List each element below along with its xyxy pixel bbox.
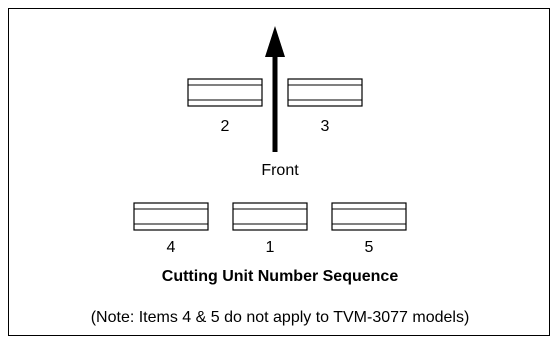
unit-number-1: 1: [265, 239, 275, 256]
front-label: Front: [261, 162, 299, 179]
diagram-title: Cutting Unit Number Sequence: [161, 268, 399, 285]
front-direction-arrow: [265, 26, 285, 152]
diagram-frame: [8, 8, 550, 336]
cutting-unit-1: [232, 202, 308, 231]
unit-number-3: 3: [320, 118, 330, 135]
diagram-note: (Note: Items 4 & 5 do not apply to TVM-3…: [90, 309, 470, 326]
unit-number-2: 2: [220, 118, 230, 135]
cutting-unit-2: [187, 78, 263, 107]
cutting-unit-4: [133, 202, 209, 231]
cutting-unit-3: [287, 78, 363, 107]
unit-number-4: 4: [166, 239, 176, 256]
cutting-unit-5: [331, 202, 407, 231]
unit-number-5: 5: [364, 239, 374, 256]
